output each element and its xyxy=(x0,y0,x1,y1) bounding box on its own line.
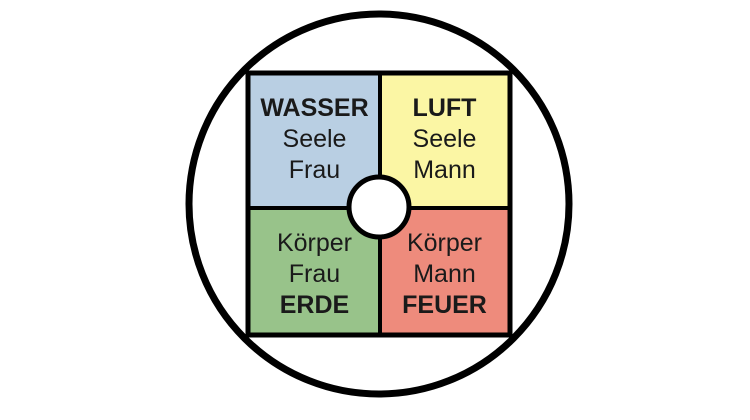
element-earth-label: ERDE xyxy=(279,290,350,319)
quadrant-earth-line2: Frau xyxy=(288,259,341,288)
quadrant-air-line2: Mann xyxy=(413,155,476,184)
quadrant-earth-line1: Körper xyxy=(276,228,353,257)
quadrant-air: LUFT Seele Mann xyxy=(381,75,508,207)
element-fire-label: FEUER xyxy=(402,290,487,319)
quadrant-fire: Körper Mann FEUER xyxy=(381,209,508,333)
quadrant-water-line2: Frau xyxy=(288,155,341,184)
element-water-label: WASSER xyxy=(260,93,369,122)
quadrant-water: WASSER Seele Frau xyxy=(250,75,379,207)
quadrant-fire-line1: Körper xyxy=(406,228,483,257)
quadrant-fire-line2: Mann xyxy=(413,259,476,288)
center-circle xyxy=(346,174,412,240)
quadrant-water-line1: Seele xyxy=(282,124,347,153)
quadrant-earth: Körper Frau ERDE xyxy=(250,209,379,333)
element-air-label: LUFT xyxy=(412,93,477,122)
quadrant-air-line1: Seele xyxy=(412,124,477,153)
